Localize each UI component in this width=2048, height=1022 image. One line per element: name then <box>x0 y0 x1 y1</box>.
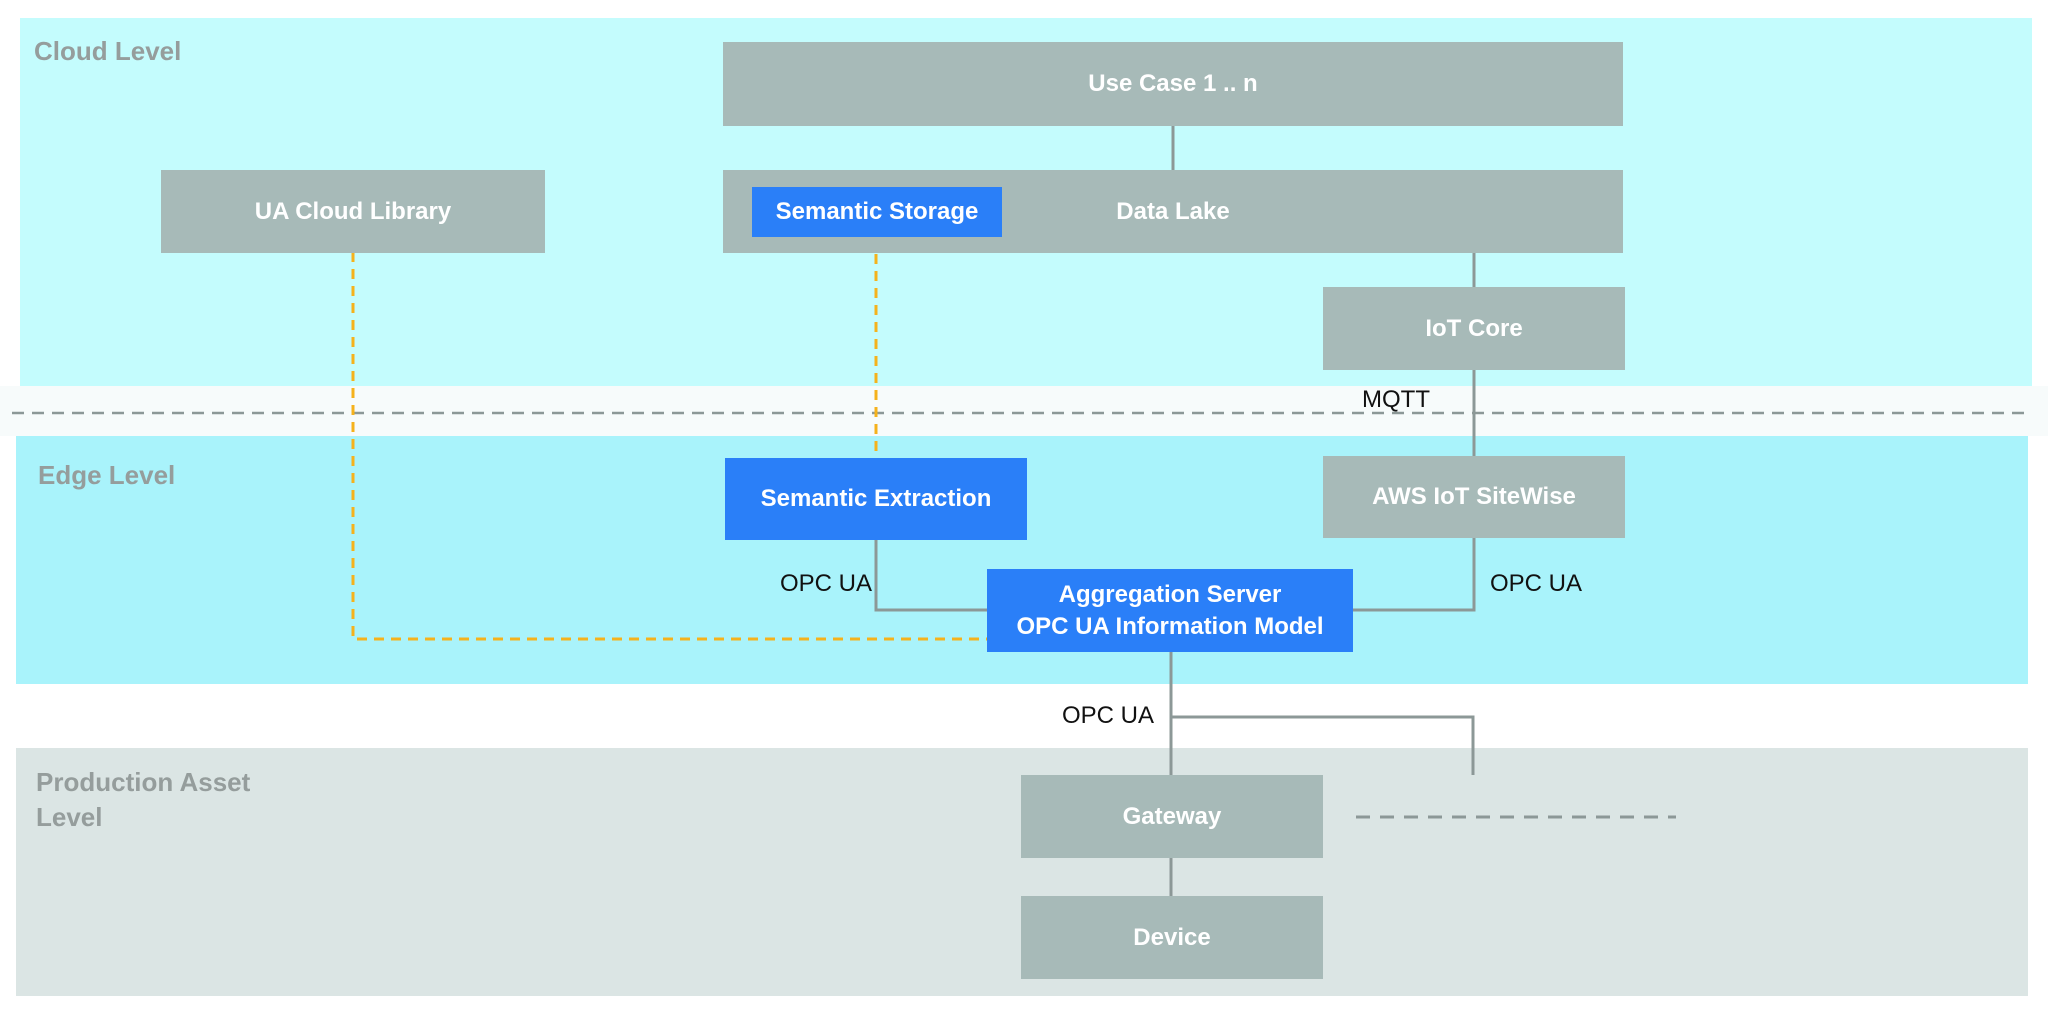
aggregation-server-subtitle: OPC UA Information Model <box>1016 612 1324 640</box>
semantic-extraction-box: Semantic Extraction <box>725 458 1027 540</box>
edge-level-label: Edge Level <box>38 460 176 490</box>
cloud-library-to-aggregation-dashed-line <box>351 252 987 641</box>
ua-cloud-library-box: UA Cloud Library <box>161 170 545 253</box>
production-asset-level-label-line2: Level <box>36 802 103 832</box>
production-asset-level-label-line1: Production Asset <box>36 767 251 797</box>
mqtt-label: MQTT <box>1362 386 1430 413</box>
aws-iot-sitewise-box: AWS IoT SiteWise <box>1323 456 1625 538</box>
iot-core-box: IoT Core <box>1323 287 1625 370</box>
cloud-level-label: Cloud Level <box>34 36 182 66</box>
semantic-extraction-to-aggregation-line <box>874 540 987 612</box>
production-asset-level-label: Production Asset Level <box>36 765 250 835</box>
aggregation-server-title: Aggregation Server <box>1058 580 1282 608</box>
level-separator-band <box>0 386 2048 436</box>
aggregation-server-box: Aggregation Server OPC UA Information Mo… <box>987 569 1353 652</box>
device-box: Device <box>1021 896 1323 979</box>
opc-ua-left-label: OPC UA <box>780 570 873 597</box>
aggregation-to-other-assets-line <box>1171 715 1475 775</box>
sitewise-to-aggregation-line <box>1353 538 1476 612</box>
use-case-box: Use Case 1 .. n <box>723 42 1623 126</box>
gateway-box: Gateway <box>1021 775 1323 858</box>
opc-ua-right-label: OPC UA <box>1490 570 1583 597</box>
opc-ua-bottom-label: OPC UA <box>1062 702 1155 729</box>
semantic-storage-box: Semantic Storage <box>752 187 1002 237</box>
